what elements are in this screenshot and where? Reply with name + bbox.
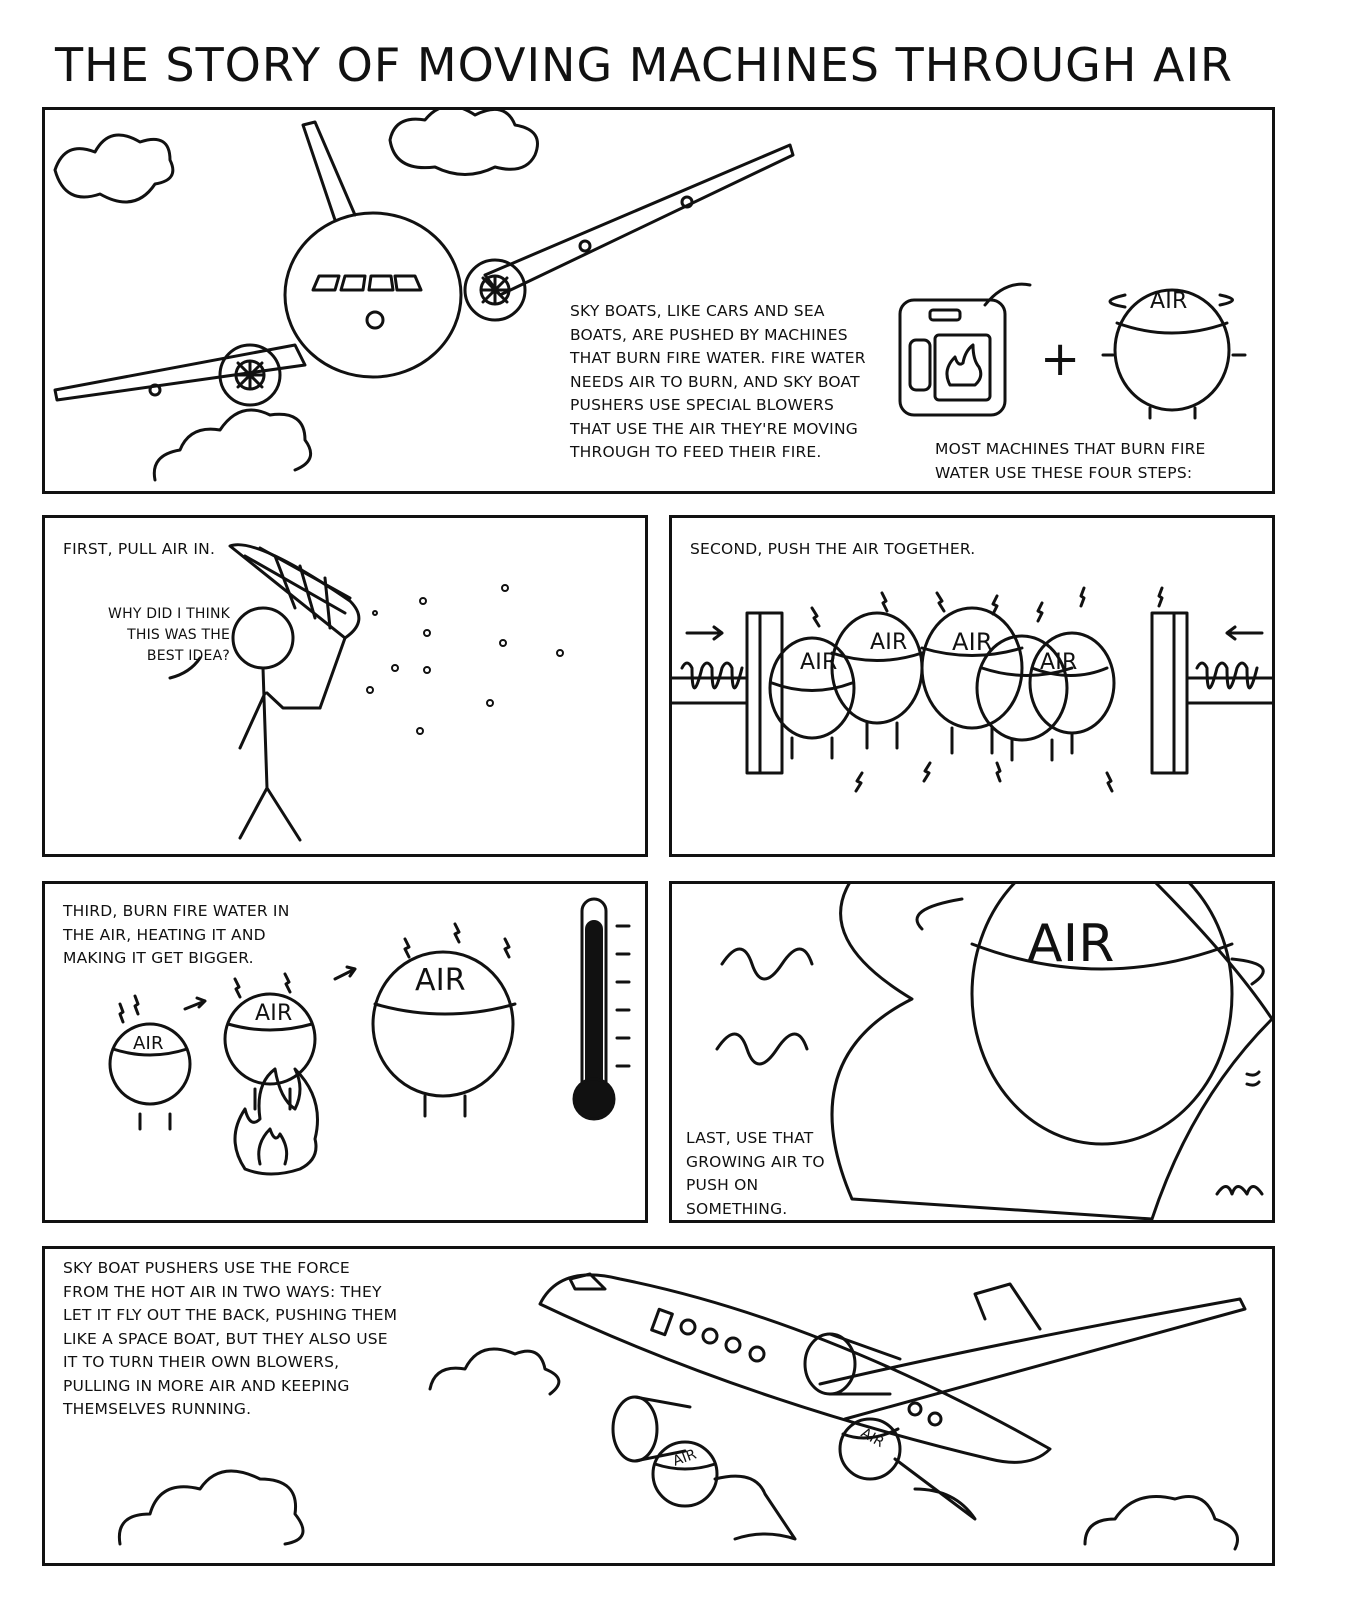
air-label: AIR (800, 650, 838, 675)
air-label: AIR (1150, 289, 1188, 314)
step-1-caption: FIRST, PULL AIR IN. (63, 540, 216, 558)
step-3-caption: THIRD, BURN FIRE WATER IN THE AIR, HEATI… (63, 902, 290, 967)
panel-step-3: THIRD, BURN FIRE WATER IN THE AIR, HEATI… (42, 881, 648, 1223)
panel-step-2: SECOND, PUSH THE AIR TOGETHER. AIR AIR A… (669, 515, 1275, 857)
heating-air-illustration (108, 897, 631, 1176)
cloud-icon (1083, 1495, 1239, 1551)
plus-sign: + (1040, 331, 1081, 387)
compressor-illustration (672, 586, 1272, 793)
step-4-caption: LAST, USE THAT GROWING AIR TO PUSH ON SO… (686, 1129, 825, 1218)
airplane-front-illustration (53, 110, 795, 482)
air-character-icon (1101, 288, 1247, 420)
cloud-icon (53, 133, 175, 204)
panel-intro: SKY BOATS, LIKE CARS AND SEA BOATS, ARE … (42, 107, 1275, 494)
air-label: AIR (133, 1033, 164, 1054)
air-label: AIR (1040, 650, 1078, 675)
airplane-takeoff-illustration (117, 1272, 1247, 1551)
panel-summary: SKY BOAT PUSHERS USE THE FORCE FROM THE … (42, 1246, 1275, 1566)
summary-caption: SKY BOAT PUSHERS USE THE FORCE FROM THE … (63, 1259, 398, 1418)
speech-bubble: WHY DID I THINK THIS WAS THE BEST IDEA? (108, 606, 230, 664)
steps-caption: MOST MACHINES THAT BURN FIRE WATER USE T… (935, 440, 1206, 482)
page-title: THE STORY OF MOVING MACHINES THROUGH AIR (55, 38, 1234, 92)
air-label: AIR (870, 630, 908, 655)
intro-caption: SKY BOATS, LIKE CARS AND SEA BOATS, ARE … (570, 302, 866, 461)
cloud-icon (388, 110, 539, 176)
panel-step-4: AIR LAST, USE THAT GROWING AIR TO PUSH O… (669, 881, 1275, 1223)
fuel-can-icon (898, 282, 1032, 417)
cloud-icon (117, 1469, 305, 1546)
expanding-air-illustration (715, 884, 1272, 1220)
step-2-caption: SECOND, PUSH THE AIR TOGETHER. (690, 540, 976, 558)
air-label: AIR (1027, 914, 1115, 974)
cloud-icon (428, 1347, 561, 1396)
air-label: AIR (952, 628, 993, 656)
cloud-icon (152, 408, 313, 482)
panel-step-1: FIRST, PULL AIR IN. WHY DID I THINK THIS… (42, 515, 648, 857)
air-label: AIR (255, 1001, 293, 1026)
air-label: AIR (415, 963, 466, 998)
stick-figure-with-net-illustration (168, 543, 564, 842)
